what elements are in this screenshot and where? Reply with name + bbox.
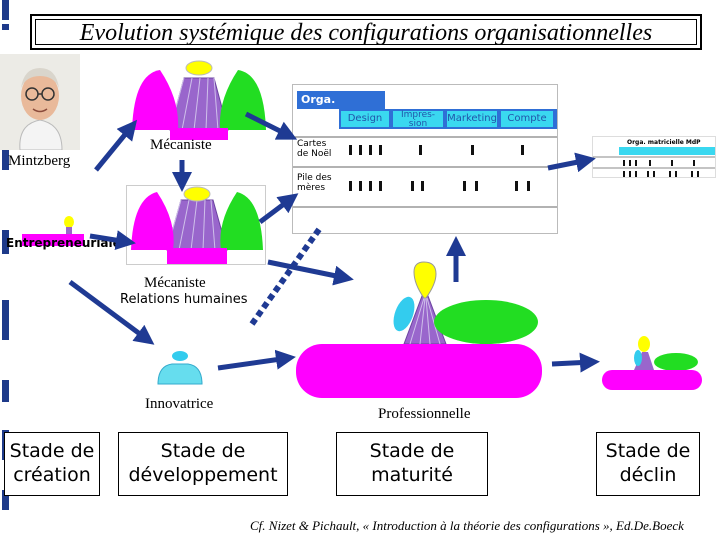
matrix-col-design: Design [341,111,389,127]
matrix-row-cartes: Cartes de Noël [297,139,332,159]
stage-creation-line1: Stade de [9,440,95,462]
matrix-col-compte: Compte [501,111,553,127]
stage-creation: Stade de création [4,432,100,496]
author-photo [0,54,80,150]
title-box: Evolution systémique des configurations … [30,14,702,50]
config-label-mecaniste-mid-2: Relations humaines [120,292,248,307]
matrix-small-title: Orga. matricielle MdP [627,139,701,146]
stage-declin-line1: Stade de [605,440,691,462]
config-label-mecaniste-top: Mécaniste [150,137,212,153]
stage-maturite: Stade de maturité [336,432,488,496]
stage-maturite-line1: Stade de [369,440,455,462]
arrow-professionnelle-to-declin [551,352,600,373]
matrix-org-small: Orga. matricielle MdP [592,136,716,178]
arrow-innovatrice-to-professionnelle [217,349,296,371]
stage-developpement-line2: développement [128,464,278,486]
author-label: Mintzberg [8,153,71,169]
title-inner-border [35,19,697,45]
matrix-row-pile: Pile des mères [297,173,332,193]
config-professionnelle-diagram [292,258,546,400]
dashed-link [249,226,323,326]
citation: Cf. Nizet & Pichault, « Introduction à l… [250,518,684,533]
config-mecaniste-mid-diagram [126,185,266,265]
arrow-entrepreneuriale-to-innovatrice [68,279,155,345]
config-label-innovatrice: Innovatrice [145,396,214,412]
stage-declin: Stade de déclin [596,432,700,496]
stage-maturite-line2: maturité [371,464,453,486]
arrow-mintzberg-to-mecaniste [94,119,138,172]
arrow-mecaniste-mid-to-professionnelle [267,259,354,286]
matrix-org-panel: Orga. matricielle MdP Design Impres-sion… [292,84,558,234]
arrow-mecaniste-mid-to-matrix [258,193,299,224]
matrix-col-impression: Impres-sion [393,111,443,129]
stage-developpement-line1: Stade de [160,440,246,462]
stage-developpement: Stade de développement [118,432,288,496]
config-entrepreneuriale-diagram [18,210,88,250]
stage-creation-line2: création [13,464,91,486]
arrow-matrix-to-small [547,152,596,173]
matrix-small-header [619,147,715,155]
config-declin-diagram [600,334,706,392]
config-label-mecaniste-mid-1: Mécaniste [144,275,206,291]
page-title: Evolution systémique des configurations … [79,20,653,46]
config-label-entrepreneuriale: Entrepreneuriale [6,236,121,250]
arrow-mecaniste-to-matrix [244,111,298,140]
arrow-entrepreneuriale-to-mecaniste-mid [89,230,136,251]
stage-declin-line2: déclin [619,464,677,486]
config-innovatrice-diagram [150,350,210,386]
matrix-col-marketing: Marketing [447,111,497,127]
config-mecaniste-top-diagram [130,60,268,140]
config-label-professionnelle: Professionnelle [378,406,471,422]
